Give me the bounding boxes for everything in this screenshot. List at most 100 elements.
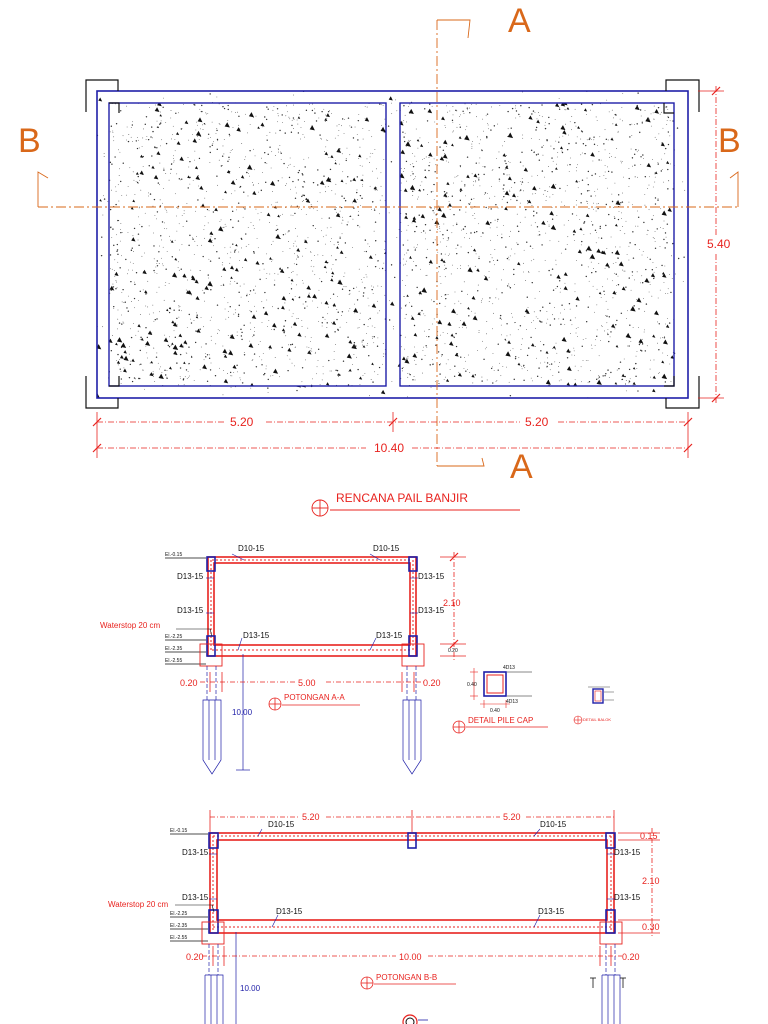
hatch-speck (484, 264, 487, 267)
hatch-speck (326, 139, 327, 141)
hatch-speck (411, 190, 414, 192)
hatch-speck (622, 192, 623, 194)
hatch-speck (479, 163, 481, 166)
hatch-speck (156, 120, 158, 122)
hatch-speck (210, 136, 211, 138)
hatch-speck (509, 334, 511, 336)
hatch-speck (381, 195, 383, 197)
hatch-speck (264, 291, 266, 294)
hatch-speck (229, 305, 231, 308)
hatch-speck (133, 281, 135, 283)
hatch-speck (573, 240, 575, 241)
hatch-speck (211, 144, 214, 146)
hatch-speck (341, 222, 343, 224)
hatch-speck (497, 235, 498, 236)
hatch-speck (356, 189, 358, 191)
hatch-speck (443, 244, 445, 246)
hatch-speck (521, 338, 523, 340)
hatch-speck (166, 250, 168, 252)
hatch-speck (161, 372, 163, 374)
hatch-speck (641, 282, 644, 284)
hatch-speck (451, 191, 453, 193)
hatch-speck (116, 281, 117, 283)
hatch-speck (323, 265, 327, 269)
hatch-speck (499, 105, 501, 106)
hatch-speck (135, 140, 138, 142)
hatch-speck (501, 279, 502, 281)
hatch-speck (167, 344, 170, 347)
hatch-speck (621, 218, 622, 219)
hatch-speck (204, 225, 206, 227)
hatch-speck (346, 322, 348, 323)
hatch-speck (236, 209, 238, 211)
hatch-speck (178, 384, 179, 386)
hatch-speck (400, 346, 402, 348)
hatch-speck (492, 366, 493, 368)
hatch-speck (202, 255, 204, 258)
hatch-speck (321, 322, 323, 324)
hatch-speck (590, 261, 592, 263)
hatch-speck (294, 197, 297, 199)
hatch-speck (271, 244, 272, 245)
hatch-speck (438, 364, 441, 366)
hatch-speck (145, 305, 147, 307)
hatch-speck (404, 358, 410, 364)
hatch-speck (371, 285, 373, 287)
hatch-speck (406, 229, 408, 231)
hatch-speck (487, 123, 488, 124)
hatch-speck (605, 212, 608, 215)
hatch-speck (375, 293, 377, 295)
hatch-speck (372, 170, 373, 172)
hatch-speck (577, 187, 579, 189)
hatch-speck (199, 328, 201, 330)
hatch-speck (242, 267, 243, 269)
hatch-speck (202, 364, 208, 370)
hatch-speck (267, 387, 269, 389)
hatch-speck (240, 379, 241, 381)
hatch-speck (602, 375, 604, 377)
hatch-speck (165, 142, 168, 145)
hatch-speck (600, 237, 603, 239)
hatch-speck (253, 252, 255, 254)
hatch-speck (560, 252, 562, 254)
hatch-speck (252, 359, 254, 360)
hatch-speck (628, 177, 630, 180)
hatch-speck (585, 213, 590, 218)
hatch-speck (539, 342, 541, 343)
hatch-speck (348, 294, 350, 295)
hatch-speck (265, 181, 267, 184)
hatch-speck (409, 164, 411, 166)
hatch-speck (140, 363, 142, 365)
hatch-speck (594, 206, 596, 208)
hatch-speck (635, 375, 637, 378)
hatch-speck (243, 191, 245, 193)
hatch-speck (331, 322, 333, 324)
hatch-speck (174, 150, 176, 152)
hatch-speck (530, 377, 532, 379)
hatch-speck (598, 291, 602, 295)
hatch-speck (621, 161, 623, 162)
hatch-speck (269, 273, 271, 275)
hatch-speck (551, 218, 554, 220)
hatch-speck (140, 337, 144, 341)
hatch-speck (656, 230, 657, 232)
hatch-speck (120, 378, 123, 380)
hatch-speck (222, 267, 227, 272)
hatch-speck (471, 207, 473, 209)
hatch-speck (273, 106, 275, 107)
hatch-speck (138, 207, 140, 209)
hatch-speck (192, 238, 194, 240)
hatch-speck (328, 359, 330, 362)
hatch-speck (324, 151, 326, 152)
hatch-speck (513, 242, 515, 244)
hatch-speck (593, 143, 596, 146)
hatch-speck (175, 131, 180, 136)
hatch-speck (269, 131, 271, 133)
hatch-speck (464, 184, 466, 186)
hatch-speck (478, 255, 480, 257)
hatch-speck (249, 310, 251, 312)
hatch-speck (545, 362, 547, 364)
hatch-speck (471, 295, 476, 300)
hatch-speck (490, 222, 492, 224)
hatch-speck (419, 184, 421, 186)
